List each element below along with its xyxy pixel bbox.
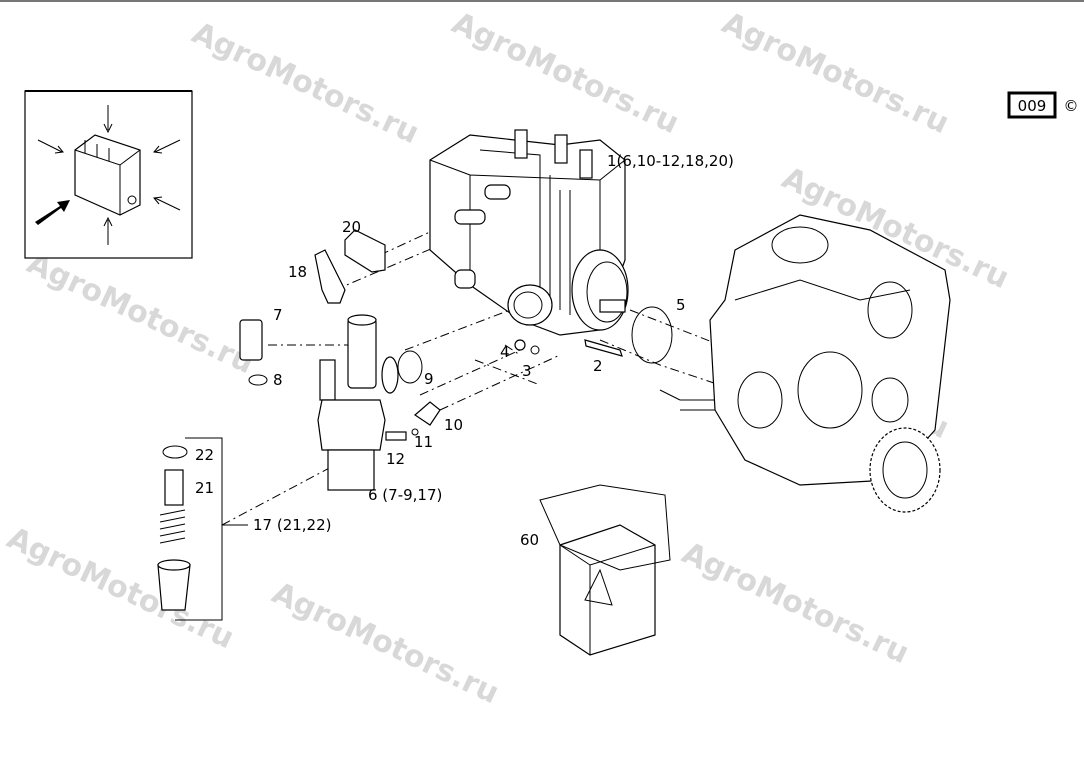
- o-ring-9: [397, 350, 423, 384]
- callout-22: 22: [195, 446, 214, 464]
- filter-set: [157, 437, 248, 621]
- callout-3: 3: [522, 362, 532, 380]
- callout-1: 1(6,10-12,18,20): [607, 152, 734, 170]
- injection-pump: [429, 129, 629, 357]
- page-code: 009 ©: [1007, 91, 1079, 119]
- gasket-kit: [539, 484, 671, 656]
- engine-block: [659, 214, 951, 513]
- small-parts: [385, 339, 540, 441]
- page-code-number: 009: [1018, 97, 1047, 115]
- callouts: 1(6,10-12,18,20) 20 18 7 8 9 4 3 2 5 10 …: [195, 152, 734, 549]
- callout-5: 5: [676, 296, 686, 314]
- watermark: AgroMotors.ru: [267, 576, 504, 712]
- callout-18: 18: [288, 263, 307, 281]
- watermark: AgroMotors.ru: [2, 521, 239, 657]
- top-border: [0, 0, 1084, 2]
- callout-12: 12: [386, 450, 405, 468]
- watermark: AgroMotors.ru: [677, 536, 914, 672]
- feed-pump: [239, 314, 399, 491]
- callout-21: 21: [195, 479, 214, 497]
- watermark: AgroMotors.ru: [187, 16, 424, 152]
- callout-17: 17 (21,22): [253, 516, 332, 534]
- callout-8: 8: [273, 371, 283, 389]
- orientation-inset: [24, 90, 193, 259]
- lever-and-bracket: [314, 229, 386, 304]
- leader-lines: [221, 224, 881, 526]
- callout-10: 10: [444, 416, 463, 434]
- watermark: AgroMotors.ru: [717, 6, 954, 142]
- callout-60: 60: [520, 531, 539, 549]
- watermark: AgroMotors.ru: [22, 246, 259, 382]
- callout-6: 6 (7-9,17): [368, 486, 442, 504]
- callout-20: 20: [342, 218, 361, 236]
- callout-4: 4: [500, 343, 510, 361]
- copyright-icon: ©: [1064, 97, 1079, 115]
- callout-11: 11: [414, 433, 433, 451]
- callout-7: 7: [273, 306, 283, 324]
- watermark: AgroMotors.ru: [447, 6, 684, 142]
- callout-9: 9: [424, 370, 434, 388]
- callout-2: 2: [593, 357, 603, 375]
- o-ring-5: [631, 306, 673, 364]
